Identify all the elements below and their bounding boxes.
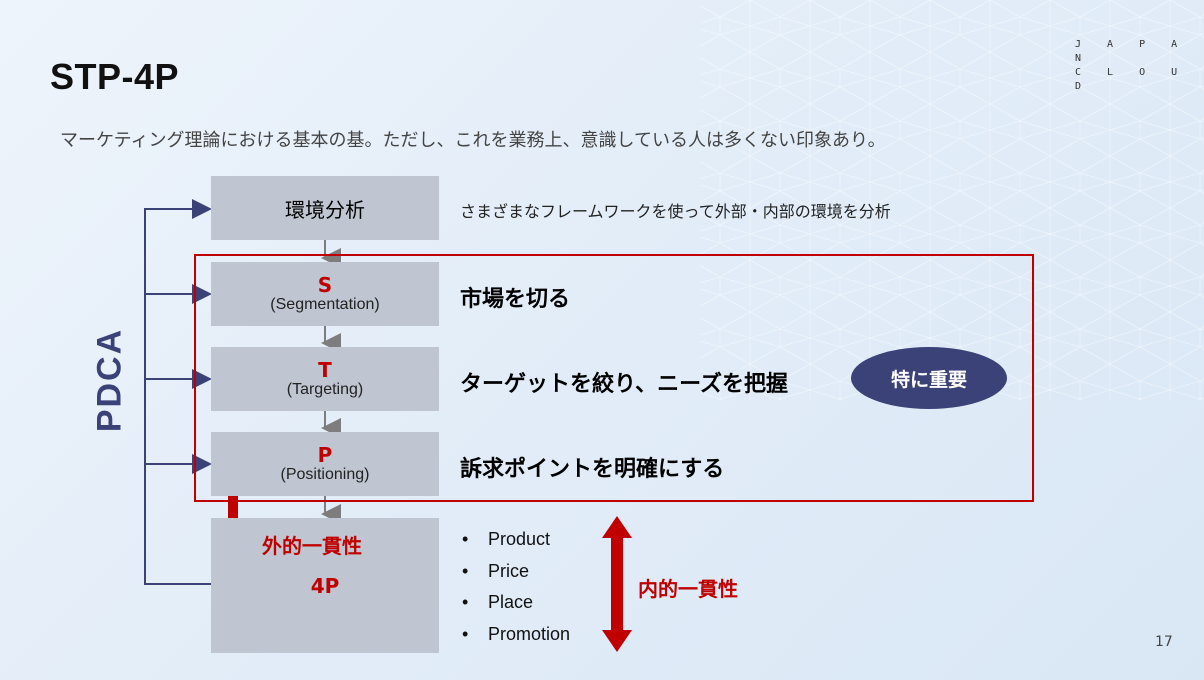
env-analysis-box: 環境分析	[211, 176, 439, 240]
internal-consistency-label: 内的一貫性	[638, 577, 738, 601]
segmentation-term: (Segmentation)	[270, 296, 380, 313]
page-title: STP-4P	[50, 56, 180, 97]
targeting-term: (Targeting)	[286, 381, 364, 398]
positioning-desc: 訴求ポイントを明確にする	[460, 457, 725, 482]
positioning-letter: P	[317, 443, 333, 467]
targeting-box: T (Targeting)	[211, 347, 439, 411]
fourp-label: 4P	[310, 573, 340, 598]
stp-highlight-frame	[194, 254, 1034, 502]
env-analysis-desc: さまざまなフレームワークを使って外部・内部の環境を分析	[460, 202, 891, 221]
positioning-box: P (Positioning)	[211, 432, 439, 496]
bullet: •	[462, 529, 469, 549]
bullet: •	[462, 592, 469, 612]
fourp-item-price: Price	[488, 560, 530, 581]
important-badge: 特に重要	[851, 347, 1007, 409]
bullet: •	[462, 623, 469, 644]
targeting-letter: T	[318, 358, 332, 382]
logo-line-1: J A P A N	[1075, 39, 1188, 64]
positioning-term: (Positioning)	[280, 466, 370, 483]
segmentation-box: S (Segmentation)	[211, 262, 439, 326]
external-consistency-label: 外的一貫性	[262, 534, 362, 558]
list-item: • Place	[462, 589, 570, 621]
page-subtitle: マーケティング理論における基本の基。ただし、これを業務上、意識している人は多くな…	[60, 130, 886, 151]
segmentation-letter: S	[317, 273, 333, 297]
fourp-item-place: Place	[488, 592, 534, 612]
logo-line-2: C L O U D	[1075, 67, 1188, 92]
important-badge-label: 特に重要	[890, 368, 967, 391]
page-number: 17	[1155, 634, 1173, 650]
pdca-loop	[144, 199, 212, 585]
external-consistency-arrow	[221, 464, 245, 554]
internal-consistency-arrow	[602, 516, 632, 652]
fourp-box: 4P	[211, 518, 439, 653]
brand-logo: J A P A N C L O U D	[1075, 38, 1204, 94]
pdca-label: PDCA	[90, 327, 129, 433]
fourp-list: • Product • Price • Place • Promotion	[462, 526, 570, 652]
list-item: • Product	[462, 526, 570, 558]
segmentation-desc: 市場を切る	[460, 287, 571, 312]
fourp-item-promotion: Promotion	[488, 623, 571, 644]
env-analysis-label: 環境分析	[285, 197, 365, 222]
list-item: • Promotion	[462, 621, 570, 653]
bullet: •	[462, 560, 469, 581]
fourp-item-product: Product	[488, 529, 551, 549]
targeting-desc: ターゲットを絞り、ニーズを把握	[460, 372, 789, 397]
list-item: • Price	[462, 558, 570, 590]
